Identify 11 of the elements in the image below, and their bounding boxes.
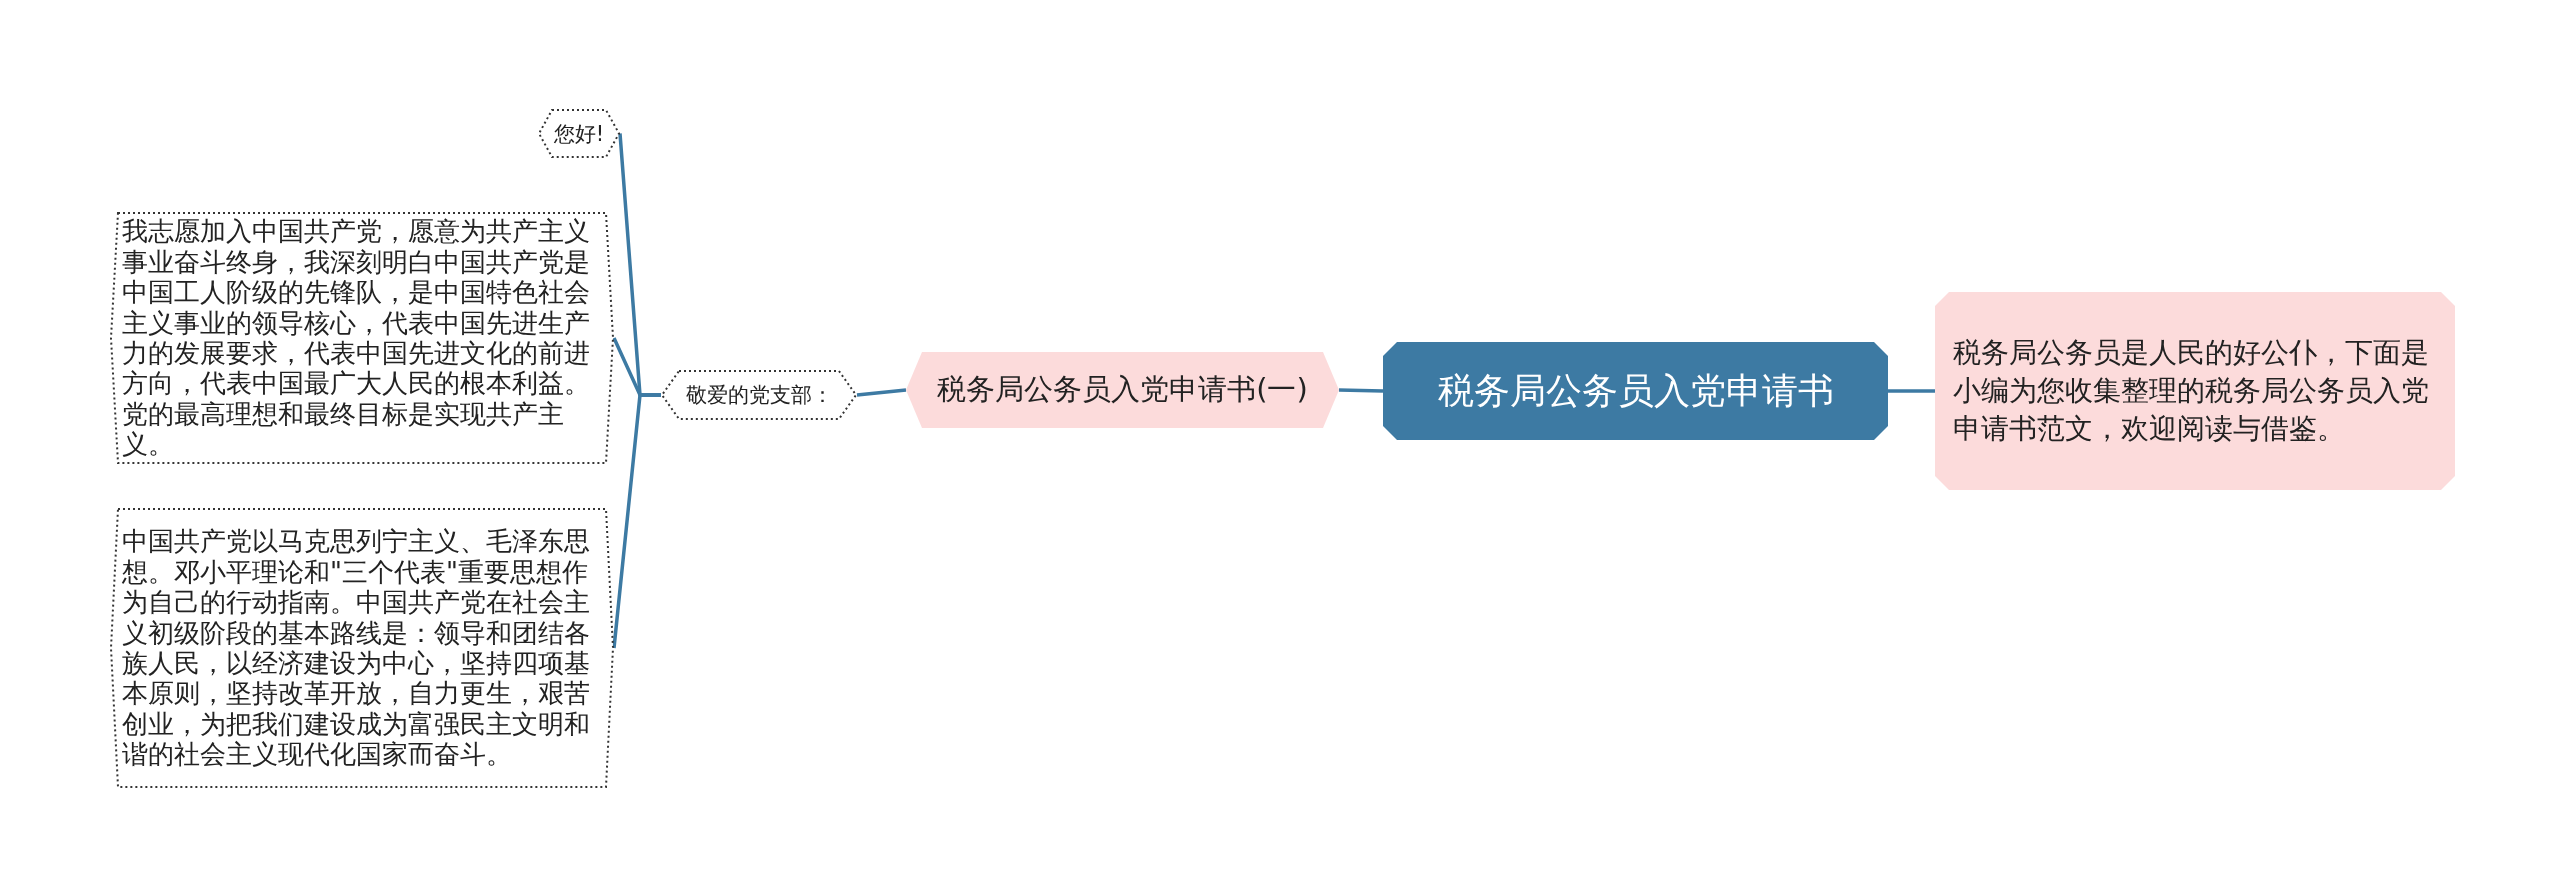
connector-line: [1338, 388, 1384, 393]
paragraph-box: 中国共产党以马克思列宁主义、毛泽东思想。邓小平理论和"三个代表"重要思想作为自己的行动指南。中国共产党在社会主义初级阶段的基本路线是：领导和团结各族人民，以经济建设为中心，坚持四项基本原则，坚持改革开放，自力更生，艰苦创业，为把我们建设成为富强民主文明和谐的社会主义现代化国家而奋斗。: [110, 508, 614, 788]
connector-line: [1888, 389, 1935, 393]
connector-line: [612, 393, 661, 649]
greeting-box: 敬爱的党支部：: [661, 370, 857, 420]
subtopic-box: 税务局公务员入党申请书(一): [906, 352, 1339, 428]
summary-box: 税务局公务员是人民的好公仆，下面是小编为您收集整理的税务局公务员入党申请书范文，欢迎阅读与借鉴。: [1935, 292, 2455, 490]
connector-line: [856, 388, 907, 397]
topic-box: 税务局公务员入党申请书: [1383, 342, 1888, 440]
paragraph-box: 我志愿加入中国共产党，愿意为共产主义事业奋斗终身，我深刻明白中国共产党是中国工人阶级的先锋队，是中国特色社会主义事业的领导核心，代表中国先进生产力的发展要求，代表中国先进文化的前进方向，代表中国最广大人民的根本利益。党的最高理想和最终目标是实现共产主义。: [110, 212, 614, 464]
greeting-box: 您好!: [538, 109, 620, 158]
